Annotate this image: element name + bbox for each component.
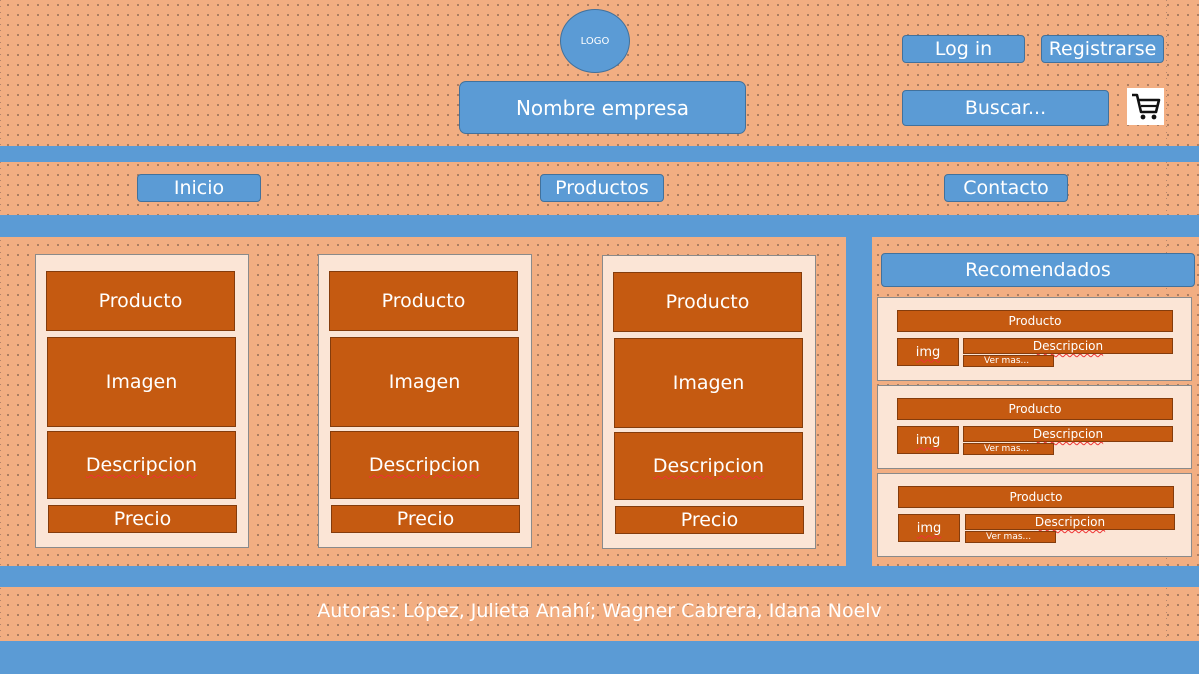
product-image[interactable]: Imagen	[330, 337, 519, 427]
recommended-item[interactable]: Producto img Descripcion Ver mas...	[877, 385, 1192, 469]
header-divider	[0, 146, 1199, 162]
recommended-item-name[interactable]: Producto	[897, 398, 1173, 420]
recommended-title[interactable]: Recomendados	[881, 253, 1195, 287]
product-description: Descripcion	[47, 431, 236, 499]
cart-icon-glyph	[1131, 93, 1160, 119]
product-card[interactable]: Producto Imagen Descripcion Precio	[602, 255, 816, 549]
register-button[interactable]: Registrarse	[1041, 35, 1164, 63]
footer-authors: Autoras: López, Julieta Anahí; Wagner Ca…	[317, 600, 882, 622]
recommended-item-name[interactable]: Producto	[898, 486, 1174, 508]
product-description: Descripcion	[330, 431, 519, 499]
nav-item-inicio[interactable]: Inicio	[137, 174, 261, 202]
recommended-item-img[interactable]: img	[898, 514, 960, 542]
see-more-link[interactable]: Ver mas...	[963, 355, 1054, 367]
cart-icon[interactable]	[1127, 88, 1164, 125]
company-name[interactable]: Nombre empresa	[459, 81, 746, 134]
product-price: Precio	[48, 505, 237, 533]
product-image[interactable]: Imagen	[47, 337, 236, 427]
product-price: Precio	[615, 506, 804, 534]
product-image[interactable]: Imagen	[614, 338, 803, 428]
product-card[interactable]: Producto Imagen Descripcion Precio	[318, 254, 532, 548]
recommended-item-img[interactable]: img	[897, 426, 959, 454]
see-more-link[interactable]: Ver mas...	[963, 443, 1054, 455]
footer-divider	[0, 566, 1199, 587]
product-description: Descripcion	[614, 432, 803, 500]
recommended-item-name[interactable]: Producto	[897, 310, 1173, 332]
product-card[interactable]: Producto Imagen Descripcion Precio	[35, 254, 249, 548]
recommended-item-img[interactable]: img	[897, 338, 959, 366]
product-name[interactable]: Producto	[46, 271, 235, 331]
recommended-item[interactable]: Producto img Descripcion Ver mas...	[877, 473, 1192, 557]
recommended-item-description: Descripcion	[963, 426, 1173, 442]
product-price: Precio	[331, 505, 520, 533]
logo[interactable]: LOGO	[560, 9, 630, 73]
search-input[interactable]: Buscar...	[902, 90, 1109, 126]
nav-divider	[0, 215, 1199, 237]
product-name[interactable]: Producto	[613, 272, 802, 332]
recommended-item[interactable]: Producto img Descripcion Ver mas...	[877, 297, 1192, 381]
sidebar-divider	[846, 237, 872, 567]
product-name[interactable]: Producto	[329, 271, 518, 331]
footer-bar	[0, 641, 1199, 674]
login-button[interactable]: Log in	[902, 35, 1025, 63]
recommended-item-description: Descripcion	[965, 514, 1175, 530]
see-more-link[interactable]: Ver mas...	[965, 531, 1056, 543]
recommended-item-description: Descripcion	[963, 338, 1173, 354]
nav-item-contacto[interactable]: Contacto	[944, 174, 1068, 202]
nav-item-productos[interactable]: Productos	[540, 174, 664, 202]
